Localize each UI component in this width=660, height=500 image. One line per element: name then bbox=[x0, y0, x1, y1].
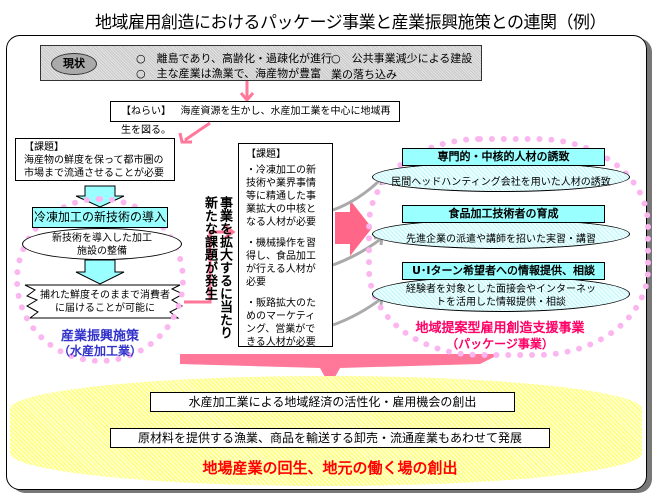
arrow-right-icon bbox=[184, 224, 236, 304]
vertical-line: 事業を拡大するに当たり bbox=[217, 196, 232, 339]
status-item: ○ 主な産業は漁業で、海産物が豊富 bbox=[136, 67, 322, 80]
new-issue-vertical: 事業を拡大するに当たり新たな課題が発生 bbox=[196, 196, 232, 356]
right-issue-box: 【課題】 ・冷凍加工の新技術や業界事情等に精通した事業拡大の中核となる人材が必要… bbox=[238, 143, 333, 348]
status-box: 現状 ○ 離島であり、高齢化・過疎化が進行 ○ 公共事業減少による建設業の落ち込… bbox=[40, 45, 482, 81]
package-item-title: U･Iターン希望者への情報提供、相談 bbox=[402, 262, 605, 280]
package-item-ellipse: 民間ヘッドハンティング会社を用いた人材の誘致 bbox=[372, 162, 630, 192]
facility-ellipse: 新技術を導入した加工施設の整備 bbox=[22, 228, 182, 260]
status-item: ○ 離島であり、高齢化・過疎化が進行 bbox=[136, 52, 333, 65]
arrow-down-icon bbox=[239, 81, 255, 103]
status-label: 現状 bbox=[51, 53, 97, 75]
arrow-down-icon bbox=[180, 354, 500, 386]
policy-sub: （水産加工業） bbox=[57, 344, 142, 358]
package-region bbox=[366, 136, 651, 358]
policy-label: 産業振興施策 bbox=[60, 329, 139, 344]
aim-label: 【ねらい】 bbox=[121, 106, 171, 117]
left-issue-box: 【課題】 海産物の鮮度を保って都市圏の市場まで流通させることが必要 bbox=[15, 138, 175, 181]
page-title: 地域雇用創造におけるパッケージ事業と産業振興施策との連関（例） bbox=[95, 13, 607, 33]
arrow-right-icon bbox=[335, 200, 372, 256]
result-text: 捕れた鮮度そのままで消費者に届けることが可能に bbox=[40, 290, 170, 314]
package-sub: （パッケージ事業） bbox=[446, 337, 554, 351]
tech-box: 冷凍加工の新技術の導入 bbox=[32, 207, 168, 228]
issue-item: ・機械操作を習得し、食品加工が行える人材が必要 bbox=[246, 238, 316, 288]
package-label: 地域提案型雇用創造支援事業 bbox=[415, 321, 585, 336]
package-item-ellipse: 経験者を対象とした面接会やインターネットを活用した情報提供・相談 bbox=[372, 276, 630, 312]
issue-item: ・冷凍加工の新技術や業界事情等に精通した事業拡大の中核となる人材が必要 bbox=[246, 165, 316, 228]
issue-item: ・販路拡大のためのマーケティング、営業ができる人材が必要 bbox=[246, 298, 316, 348]
status-item: ○ 公共事業減少による建設業の落ち込み bbox=[331, 52, 473, 81]
issue-text: 海産物の鮮度を保って都市圏の市場まで流通させることが必要 bbox=[24, 155, 164, 179]
industry-policy-region bbox=[14, 196, 186, 364]
package-item-title: 食品加工技術者の育成 bbox=[402, 205, 605, 223]
outcome-box-2: 原材料を提供する漁業、商品を輸送する卸売・流通産業もあわせて発展 bbox=[110, 428, 550, 448]
arrow-left-icon bbox=[178, 121, 211, 144]
package-item-title: 専門的・中核的人材の誘致 bbox=[402, 148, 605, 166]
conclusion-text: 地場産業の回生、地元の働く場の創出 bbox=[202, 459, 458, 477]
issue-label: 【課題】 bbox=[246, 149, 286, 160]
package-item-ellipse: 先進企業の派遣や講師を招いた実習・講習 bbox=[372, 219, 630, 249]
issue-label: 【課題】 bbox=[24, 142, 64, 153]
outcome-box-1: 水産加工業による地域経済の活性化・雇用機会の創出 bbox=[150, 392, 515, 412]
aim-box: 【ねらい】 海産資源を生かし、水産加工業を中心に地域再生を図る。 bbox=[110, 101, 400, 136]
aim-text: 海産資源を生かし、水産加工業を中心に地域再生を図る。 bbox=[121, 106, 391, 136]
vertical-line: 新たな課題が発生 bbox=[202, 196, 217, 300]
